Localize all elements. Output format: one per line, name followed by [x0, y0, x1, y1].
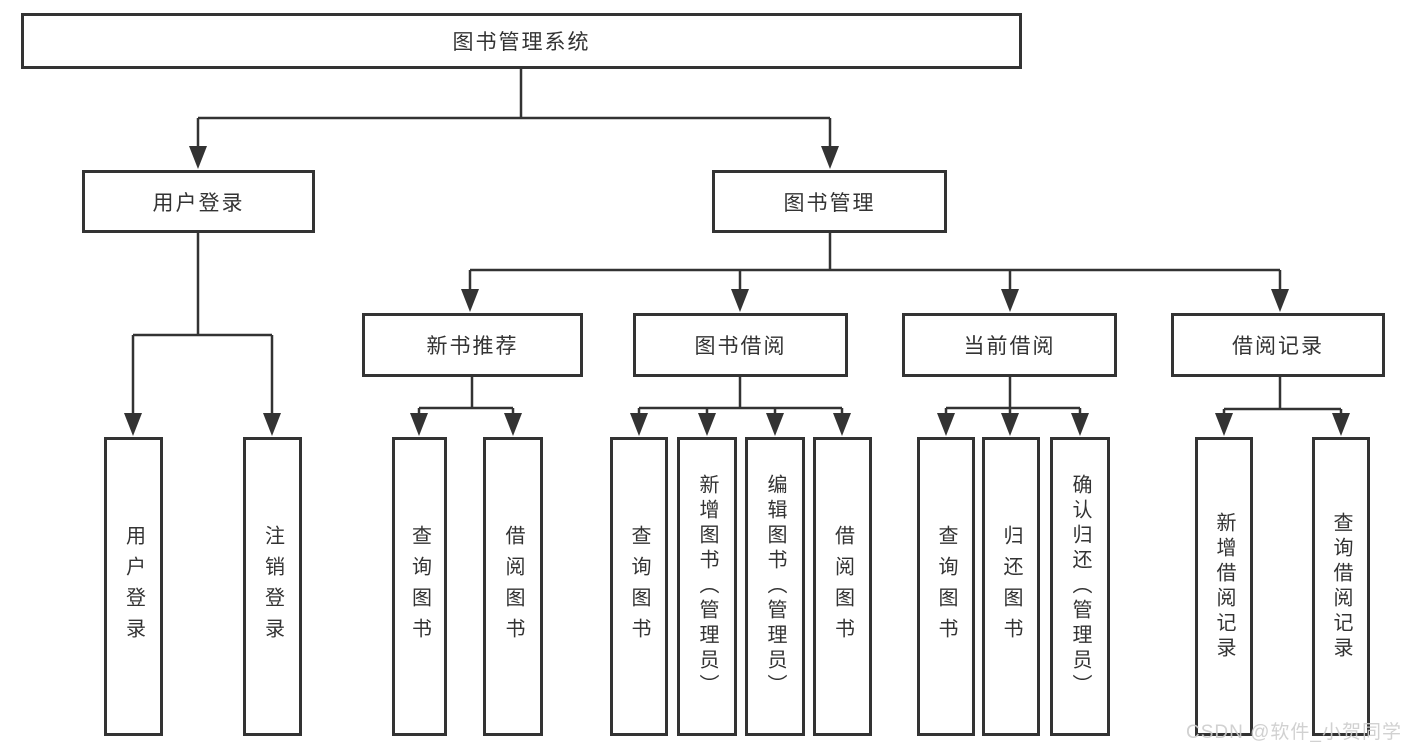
- node-user-login: 用户登录: [82, 170, 315, 233]
- node-book-borrow-label: 图书借阅: [694, 335, 787, 358]
- leaf-edit-books-admin: 编辑图书（管理员）: [745, 437, 805, 736]
- leaf-recommend-borrow-books-label: 借阅图书: [502, 524, 524, 649]
- node-root-system: 图书管理系统: [21, 13, 1022, 69]
- node-borrow-records: 借阅记录: [1171, 313, 1385, 377]
- leaf-return-books-label: 归还图书: [1000, 524, 1022, 649]
- node-borrow-records-label: 借阅记录: [1232, 335, 1324, 358]
- node-user-login-label: 用户登录: [152, 191, 245, 215]
- arrowheads: [124, 146, 1350, 436]
- leaf-query-borrow-record-label: 查询借阅记录: [1330, 511, 1352, 662]
- leaf-current-query-books: 查询图书: [917, 437, 975, 736]
- node-new-book-recommend-label: 新书推荐: [426, 335, 519, 358]
- leaf-return-books: 归还图书: [982, 437, 1040, 736]
- leaf-recommend-borrow-books: 借阅图书: [483, 437, 543, 736]
- leaf-borrow-books: 借阅图书: [813, 437, 872, 736]
- leaf-current-query-books-label: 查询图书: [935, 524, 957, 649]
- node-book-management: 图书管理: [712, 170, 947, 233]
- node-root-system-label: 图书管理系统: [452, 31, 591, 54]
- leaf-add-books-admin-label: 新增图书（管理员）: [696, 474, 718, 699]
- node-book-management-label: 图书管理: [783, 191, 876, 215]
- leaf-add-borrow-record: 新增借阅记录: [1195, 437, 1253, 736]
- leaf-borrow-books-label: 借阅图书: [831, 524, 854, 649]
- leaf-logout-label: 注销登录: [261, 524, 284, 649]
- leaf-add-books-admin: 新增图书（管理员）: [677, 437, 737, 736]
- leaf-logout: 注销登录: [243, 437, 302, 736]
- leaf-query-borrow-record: 查询借阅记录: [1312, 437, 1370, 736]
- node-current-borrow-label: 当前借阅: [963, 335, 1056, 358]
- leaf-borrow-query-books: 查询图书: [610, 437, 668, 736]
- leaf-recommend-query-books: 查询图书: [392, 437, 447, 736]
- node-current-borrow: 当前借阅: [902, 313, 1117, 377]
- leaf-confirm-return-admin: 确认归还（管理员）: [1050, 437, 1110, 736]
- node-new-book-recommend: 新书推荐: [362, 313, 583, 377]
- csdn-watermark: CSDN @软件_小贺同学: [1186, 722, 1402, 743]
- leaf-add-borrow-record-label: 新增借阅记录: [1213, 511, 1235, 662]
- leaf-user-login: 用户登录: [104, 437, 163, 736]
- node-book-borrow: 图书借阅: [633, 313, 848, 377]
- leaf-borrow-query-books-label: 查询图书: [628, 524, 650, 649]
- leaf-recommend-query-books-label: 查询图书: [408, 524, 431, 649]
- leaf-edit-books-admin-label: 编辑图书（管理员）: [764, 474, 786, 699]
- leaf-confirm-return-admin-label: 确认归还（管理员）: [1069, 474, 1091, 699]
- leaf-user-login-label: 用户登录: [122, 524, 145, 649]
